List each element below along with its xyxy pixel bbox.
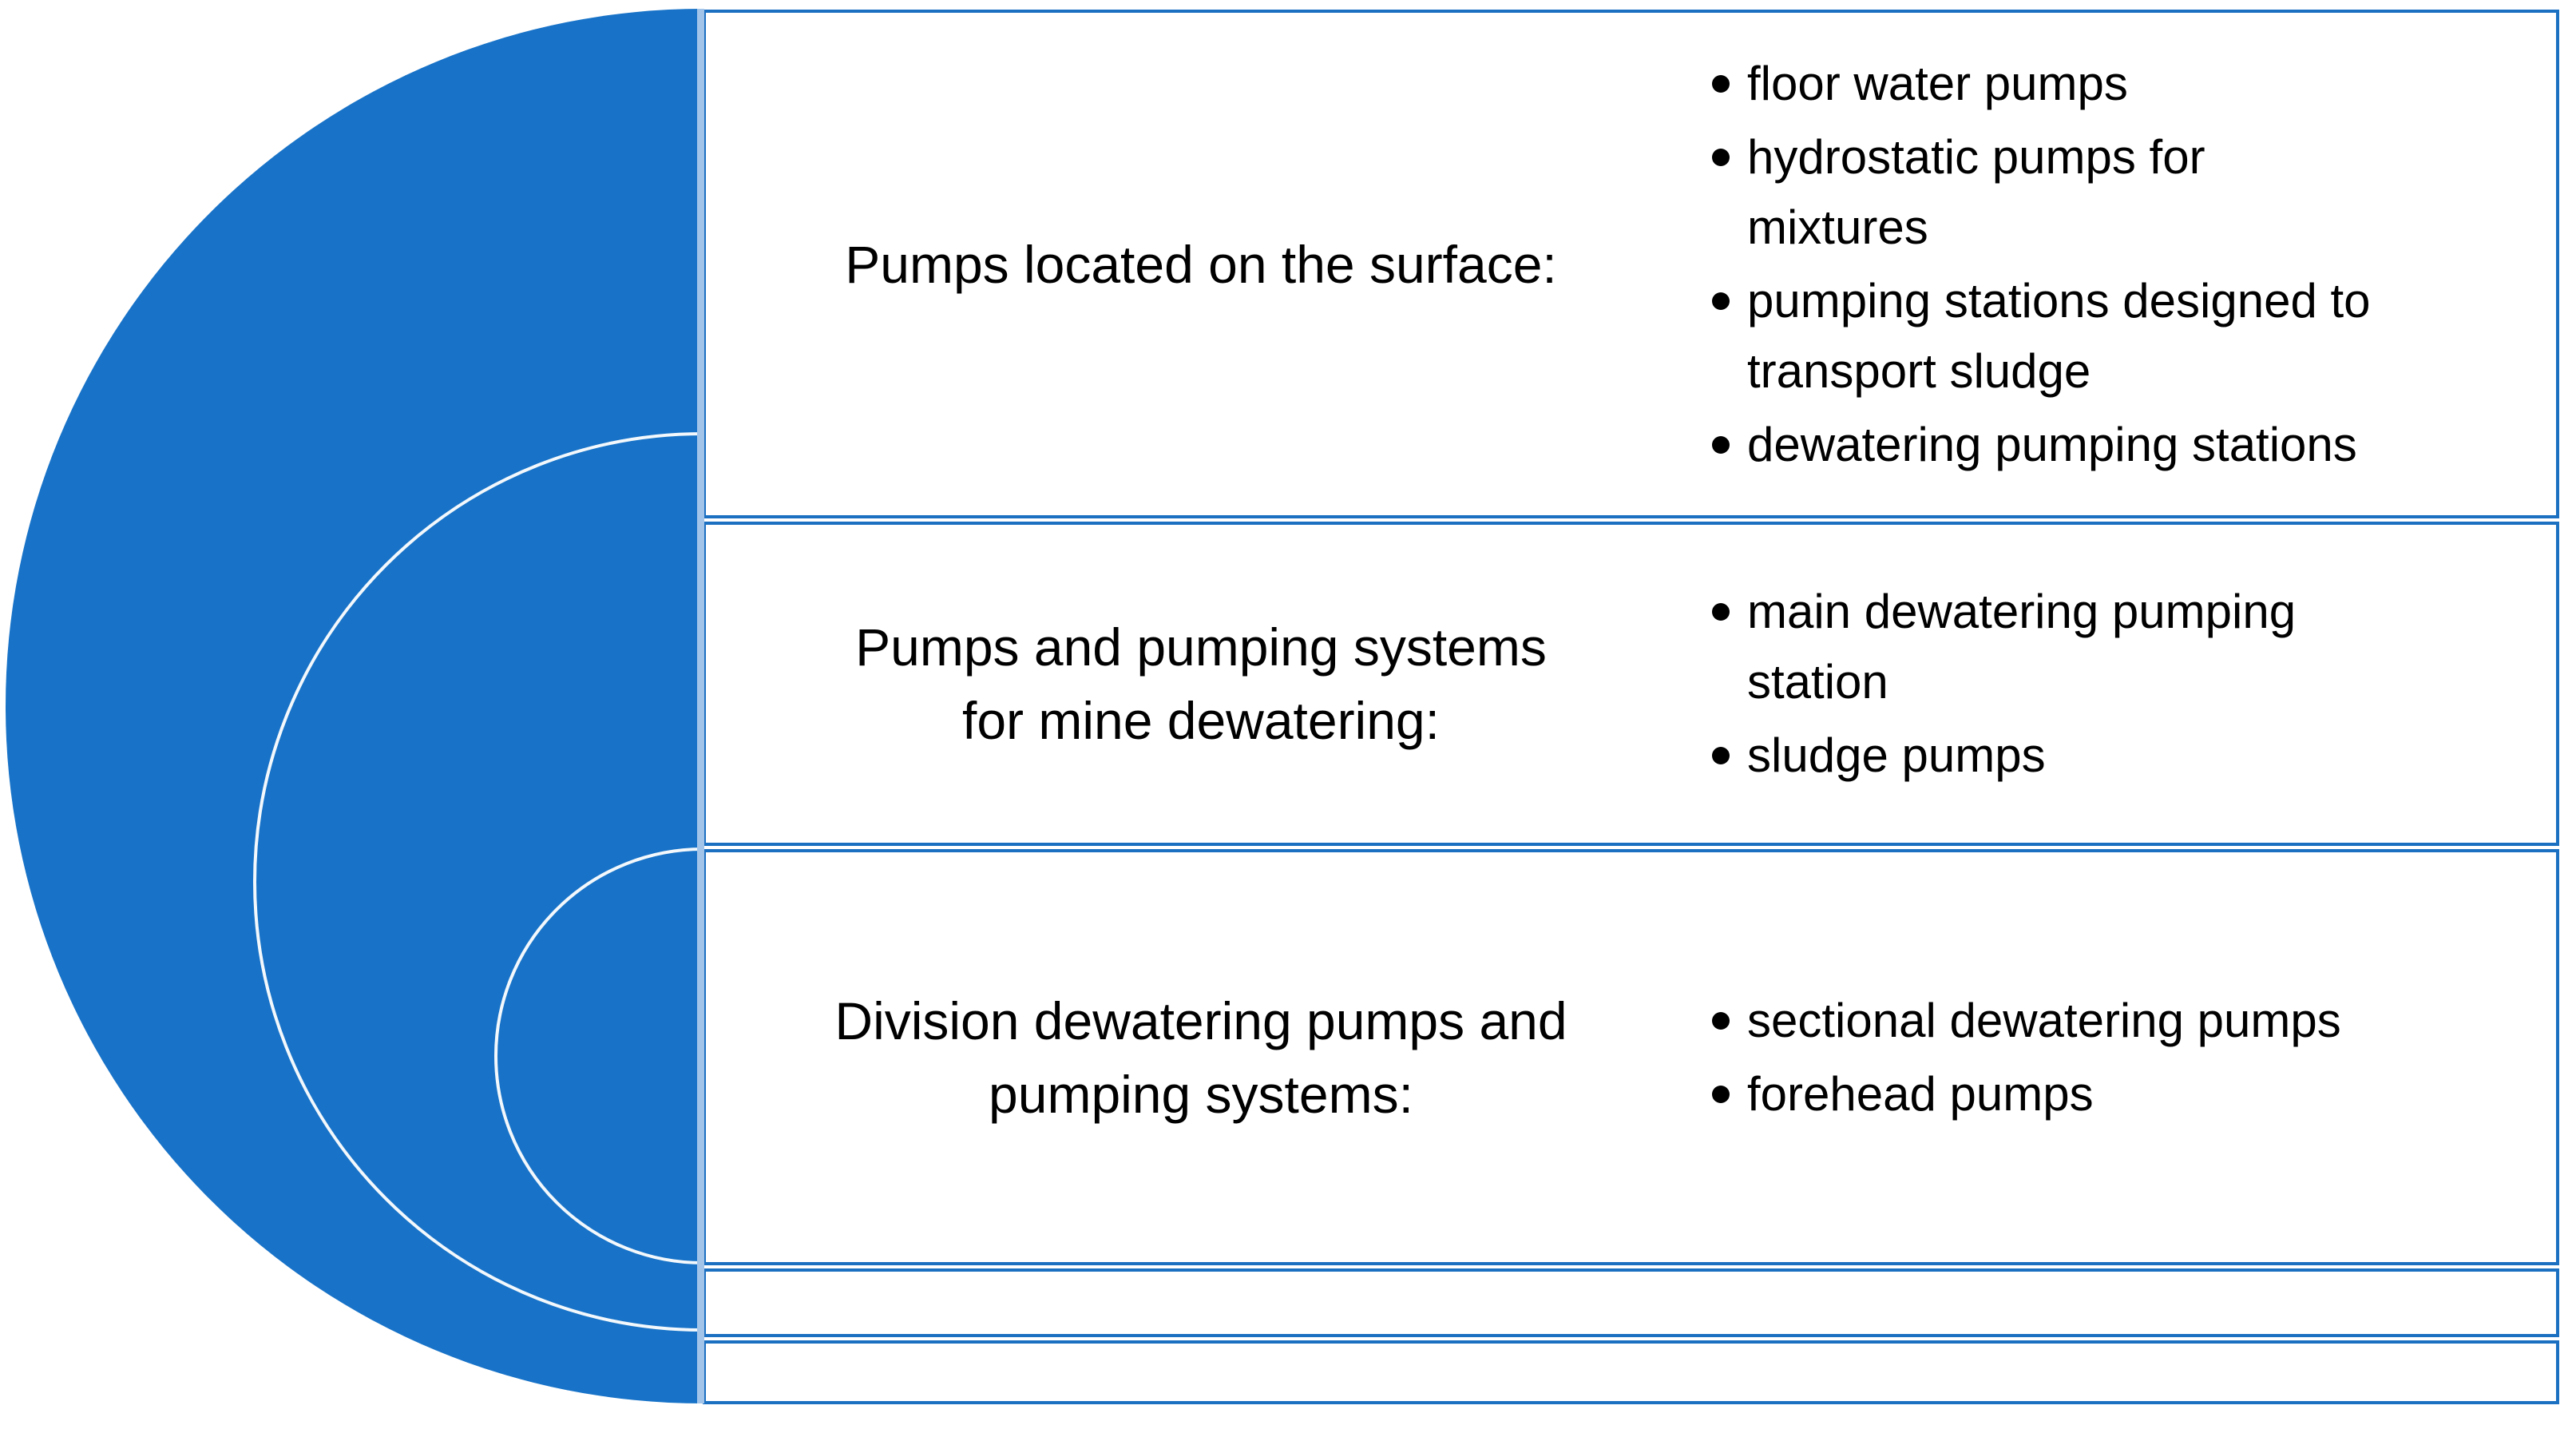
bullet-item: pumping stations designed to transport s… (1712, 266, 2371, 407)
bullet-list: floor water pumps hydrostatic pumps for … (1696, 46, 2390, 483)
row-heading: Pumps located on the surface: (845, 234, 1557, 294)
bullet-item: dewatering pumping stations (1712, 410, 2371, 480)
row-heading-cell: Pumps and pumping systems for mine dewat… (706, 525, 1696, 843)
circle-flat-edge-highlight (697, 9, 704, 1403)
bullet-icon (1712, 1085, 1730, 1103)
empty-row-box-2 (703, 1340, 2559, 1404)
bullet-item: hydrostatic pumps for mixtures (1712, 122, 2371, 263)
row-bullets-cell: main dewatering pumping station sludge p… (1696, 525, 2556, 843)
bullet-icon (1712, 747, 1730, 764)
bullet-icon (1712, 292, 1730, 310)
bullet-icon (1712, 603, 1730, 621)
bullet-item: sludge pumps (1712, 720, 2296, 791)
row-heading-cell: Pumps located on the surface: (706, 13, 1696, 515)
nested-circles-graphic (0, 0, 703, 1441)
bullet-item: floor water pumps (1712, 49, 2371, 119)
row-heading: Pumps and pumping systems for mine dewat… (855, 617, 1547, 750)
bullet-icon (1712, 435, 1730, 454)
bullet-list: main dewatering pumping station sludge p… (1696, 574, 2315, 794)
bullet-item: forehead pumps (1712, 1059, 2341, 1129)
bullet-icon (1712, 148, 1730, 166)
bullet-list: sectional dewatering pumps forehead pump… (1696, 982, 2360, 1133)
bullet-icon (1712, 1011, 1730, 1030)
row-box-pumps-surface: Pumps located on the surface: floor wate… (703, 10, 2559, 518)
row-bullets-cell: floor water pumps hydrostatic pumps for … (1696, 13, 2556, 515)
empty-row-box-1 (703, 1268, 2559, 1337)
bullet-icon (1712, 74, 1730, 93)
bullet-item: sectional dewatering pumps (1712, 986, 2341, 1056)
row-heading: Division dewatering pumps and pumping sy… (834, 990, 1567, 1124)
row-bullets-cell: sectional dewatering pumps forehead pump… (1696, 852, 2556, 1262)
bullet-item: main dewatering pumping station (1712, 577, 2296, 717)
row-box-division-dewatering: Division dewatering pumps and pumping sy… (703, 849, 2559, 1265)
row-box-mine-dewatering: Pumps and pumping systems for mine dewat… (703, 522, 2559, 846)
row-heading-cell: Division dewatering pumps and pumping sy… (706, 852, 1696, 1262)
